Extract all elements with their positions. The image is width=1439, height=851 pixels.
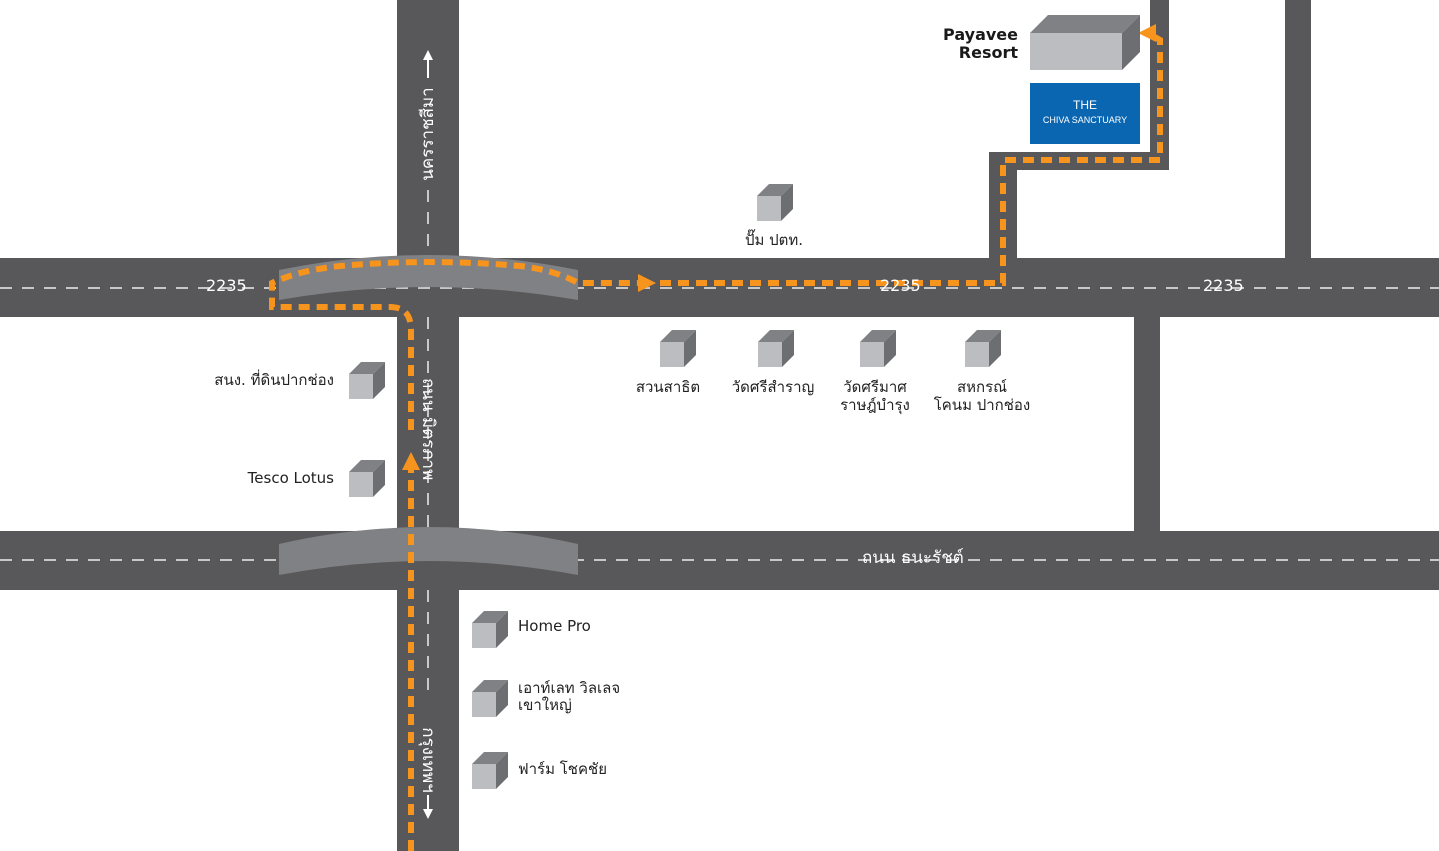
building-icons xyxy=(349,184,1001,789)
farm-chokchai-label: ฟาร์ม โชคชัย xyxy=(518,760,607,778)
thanarat-road-label: ถนน ธนะรัชต์ xyxy=(862,548,964,568)
outlet-village-building xyxy=(472,680,508,717)
direction-arrows xyxy=(423,50,433,819)
chiva-line1: THE xyxy=(1073,98,1097,112)
bangkok-label: กรุงเทพฯ xyxy=(418,727,438,793)
khanom-cooperative-label: สหกรณ์ โคนม ปากช่อง xyxy=(933,378,1031,414)
suan-satharana-label: สวนสาธิต xyxy=(635,378,701,396)
farm-chokchai-building xyxy=(472,752,508,789)
tesco-lotus-building xyxy=(349,460,385,497)
suan-satharana-building xyxy=(660,330,696,367)
home-pro-building xyxy=(472,611,508,648)
road-resort-lane-v xyxy=(1150,0,1169,170)
road-mid-vertical xyxy=(1134,313,1160,535)
route-2235-label-middle: 2235 xyxy=(880,276,921,295)
route-2235-label-left: 2235 xyxy=(206,276,247,295)
nakhon-ratchasima-label: นครราชสีมา xyxy=(418,87,438,181)
route-arrow-left xyxy=(1138,24,1156,42)
route-arrows xyxy=(402,24,1156,470)
chiva-sanctuary-sign: THE CHIVA SANCTUARY xyxy=(1030,83,1140,144)
route-2235-label-right: 2235 xyxy=(1203,276,1244,295)
payavee-resort-label: Payavee Resort xyxy=(943,25,1018,62)
land-office-building xyxy=(349,362,385,399)
arrow-north-head xyxy=(423,50,433,60)
cooperative-building xyxy=(965,330,1001,367)
land-office-label: สนง. ที่ดินปากช่อง xyxy=(214,371,334,389)
lane-markings xyxy=(0,190,1439,700)
outlet-village-label: เอาท์เลท วิลเลจ เขาใหญ่ xyxy=(518,679,621,714)
home-pro-label: Home Pro xyxy=(518,617,591,635)
ptt-station-label: ปั๊ม ปตท. xyxy=(744,231,804,249)
road-mittraphap xyxy=(397,0,459,851)
block-corners xyxy=(459,240,1321,258)
wat-sri-mahat-label: วัดศรีมาศ ราษฎ์บำรุง xyxy=(840,378,910,414)
wat-sri-samran-building xyxy=(758,330,794,367)
road-right-vertical xyxy=(1285,0,1311,262)
tesco-lotus-label: Tesco Lotus xyxy=(247,469,334,487)
wat-sri-mahat-building xyxy=(860,330,896,367)
flyover-lower xyxy=(279,527,578,575)
route-arrow-right xyxy=(638,274,656,292)
mittraphap-road-label: ถนน มิตรภาพ xyxy=(418,378,438,481)
payavee-building xyxy=(1030,15,1140,70)
wat-sri-samran-label: วัดศรีสำราญ xyxy=(731,378,815,396)
road-thanarat xyxy=(0,531,1439,590)
route-path xyxy=(269,31,1163,851)
route-arrow-up xyxy=(402,452,420,470)
chiva-line2: CHIVA SANCTUARY xyxy=(1042,115,1128,125)
ptt-station-building xyxy=(757,184,793,221)
arrow-south-head xyxy=(423,809,433,819)
